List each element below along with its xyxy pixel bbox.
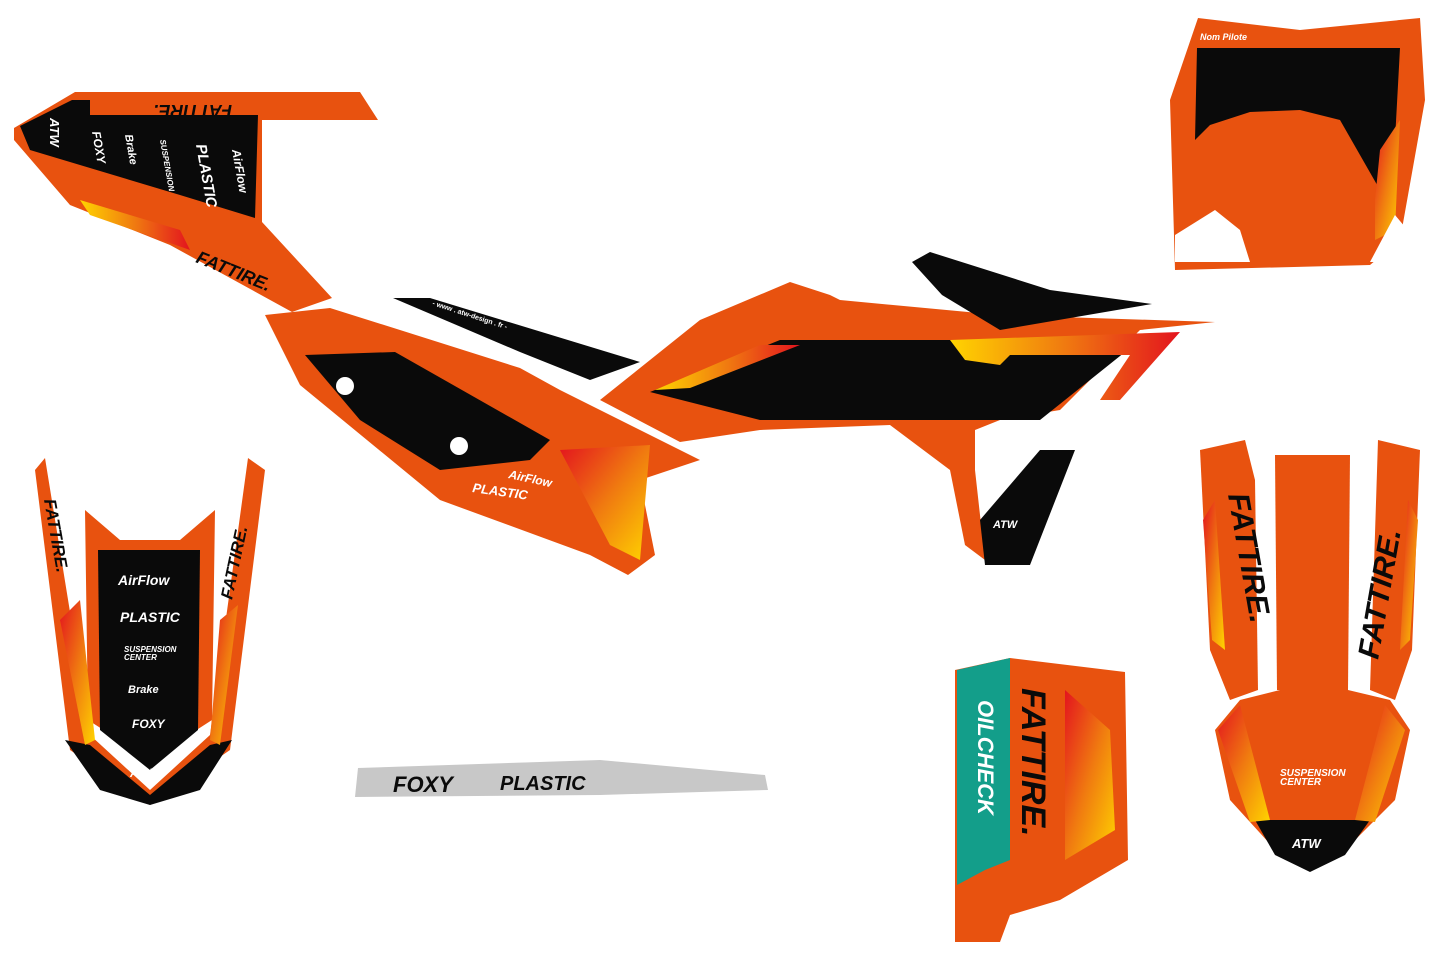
foxy-logo: FOXY	[89, 130, 109, 166]
suspension-center-logo: SUSPENSION	[985, 436, 1045, 446]
rider-name-label: Nom Pilote	[1200, 32, 1247, 42]
foxy-logo: FOXY	[393, 772, 455, 797]
rear-side-panel: FATTIRE. FATTIRE. ATW FOXY Brake SUSPENS…	[14, 92, 378, 312]
suspension-center-logo-center: CENTER	[124, 653, 157, 662]
tank-top-decal	[912, 252, 1152, 330]
plastic-logo: PLASTIC	[500, 773, 586, 795]
fork-guard: OILCHECK FATTIRE.	[955, 658, 1128, 942]
suspension-center-logo: SUSPENSION	[124, 645, 177, 654]
atw-logo: ATW	[992, 519, 1019, 531]
atw-logo: ATW	[47, 117, 62, 148]
suspension-center-logo-center: CENTER	[985, 444, 1023, 454]
suspension-center-logo-center: CENTER	[1280, 777, 1322, 788]
headlight-plate: Nom Pilote	[1170, 18, 1425, 270]
fattire-logo: FATTIRE.	[153, 101, 232, 121]
oilcheck-logo: OILCHECK	[973, 700, 998, 817]
rear-fender: FATTIRE. FATTIRE. AirFlow PLASTIC SUSPEN…	[35, 458, 265, 805]
atw-logo: ATW	[129, 766, 158, 780]
side-panels-and-shrouds: AirFlow PLASTIC SUSPENSION CENTER Brake …	[265, 282, 1215, 575]
brake-logo: Brake	[122, 133, 139, 165]
brake-logo: Brake	[986, 469, 1017, 481]
plastic-logo: PLASTIC	[120, 609, 181, 625]
fattire-logo: FATTIRE.	[1014, 688, 1052, 837]
suspension-center-logo: SUSPENSION	[1280, 768, 1346, 779]
seat-strip: FOXY PLASTIC	[355, 760, 768, 797]
airflow-logo: AirFlow	[117, 572, 170, 588]
foxy-logo: FOXY	[132, 717, 166, 731]
front-fender: FATTIRE. FATTIRE. SUSPENSION CENTER ATW	[1200, 440, 1420, 872]
brake-logo: Brake	[128, 684, 159, 696]
atw-logo: ATW	[1291, 836, 1322, 851]
